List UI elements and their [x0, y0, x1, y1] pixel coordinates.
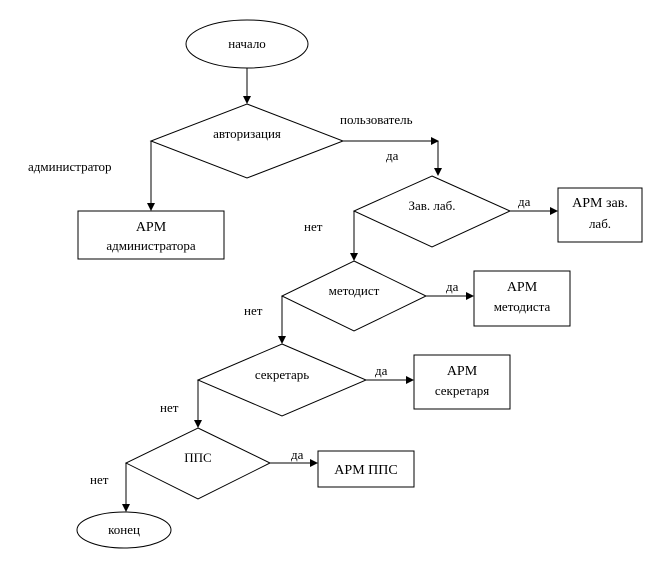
metodist-decision [280, 260, 428, 332]
arm-admin-line1: АРМ [136, 220, 167, 235]
arm-metodist-line1: АРМ [507, 280, 538, 295]
arm-admin-line2: администратора [106, 238, 196, 253]
arrowhead [350, 253, 358, 261]
arrowhead [466, 292, 474, 300]
end-label: конец [108, 522, 140, 537]
metodist-label: методист [329, 283, 380, 298]
edge-label-pps-no: нет [90, 472, 109, 487]
edge-label-metodist-yes: да [446, 279, 459, 294]
arm-zavlab-line1: АРМ зав. [572, 196, 628, 211]
edge-label-pps-yes: да [291, 447, 304, 462]
arrowhead [147, 203, 155, 211]
end-terminator [76, 511, 172, 549]
edge-label-sekretar-no: нет [160, 400, 179, 415]
pps-decision [124, 427, 272, 500]
auth-decision [149, 103, 345, 179]
arrowhead [434, 168, 442, 176]
arrowhead [406, 376, 414, 384]
arm-zavlab-box [557, 187, 643, 243]
zavlab-label: Зав. лаб. [408, 198, 455, 213]
arm-sekretar-line2: секретаря [435, 383, 489, 398]
arrowhead [431, 137, 439, 145]
arrowhead [550, 207, 558, 215]
edge-label-admin: администратор [28, 159, 112, 174]
arrowhead [278, 336, 286, 344]
arrowhead [243, 96, 251, 104]
arrowhead [122, 504, 130, 512]
start-label: начало [228, 36, 266, 51]
auth-label: авторизация [213, 126, 281, 141]
arm-pps-line1: АРМ ППС [334, 463, 397, 478]
edge-label-metodist-no: нет [244, 303, 263, 318]
arm-sekretar-line1: АРМ [447, 364, 478, 379]
edge-label-zavlab-yes: да [518, 194, 531, 209]
arm-sekretar-box [413, 354, 511, 410]
zavlab-decision [352, 175, 512, 248]
edge-label-zavlab-no: нет [304, 219, 323, 234]
sekretar-label: секретарь [255, 367, 309, 382]
arm-pps-box [317, 450, 415, 488]
arrowhead [310, 459, 318, 467]
edge-label-user-yes: да [386, 148, 399, 163]
pps-label: ППС [184, 450, 211, 465]
arm-zavlab-line2: лаб. [589, 216, 611, 231]
edge-label-user: пользователь [340, 112, 413, 127]
arm-admin-box [77, 210, 225, 260]
arm-metodist-line2: методиста [494, 299, 551, 314]
sekretar-decision [196, 343, 368, 417]
edge-label-sekretar-yes: да [375, 363, 388, 378]
arm-metodist-box [473, 270, 571, 327]
arrowhead [194, 420, 202, 428]
